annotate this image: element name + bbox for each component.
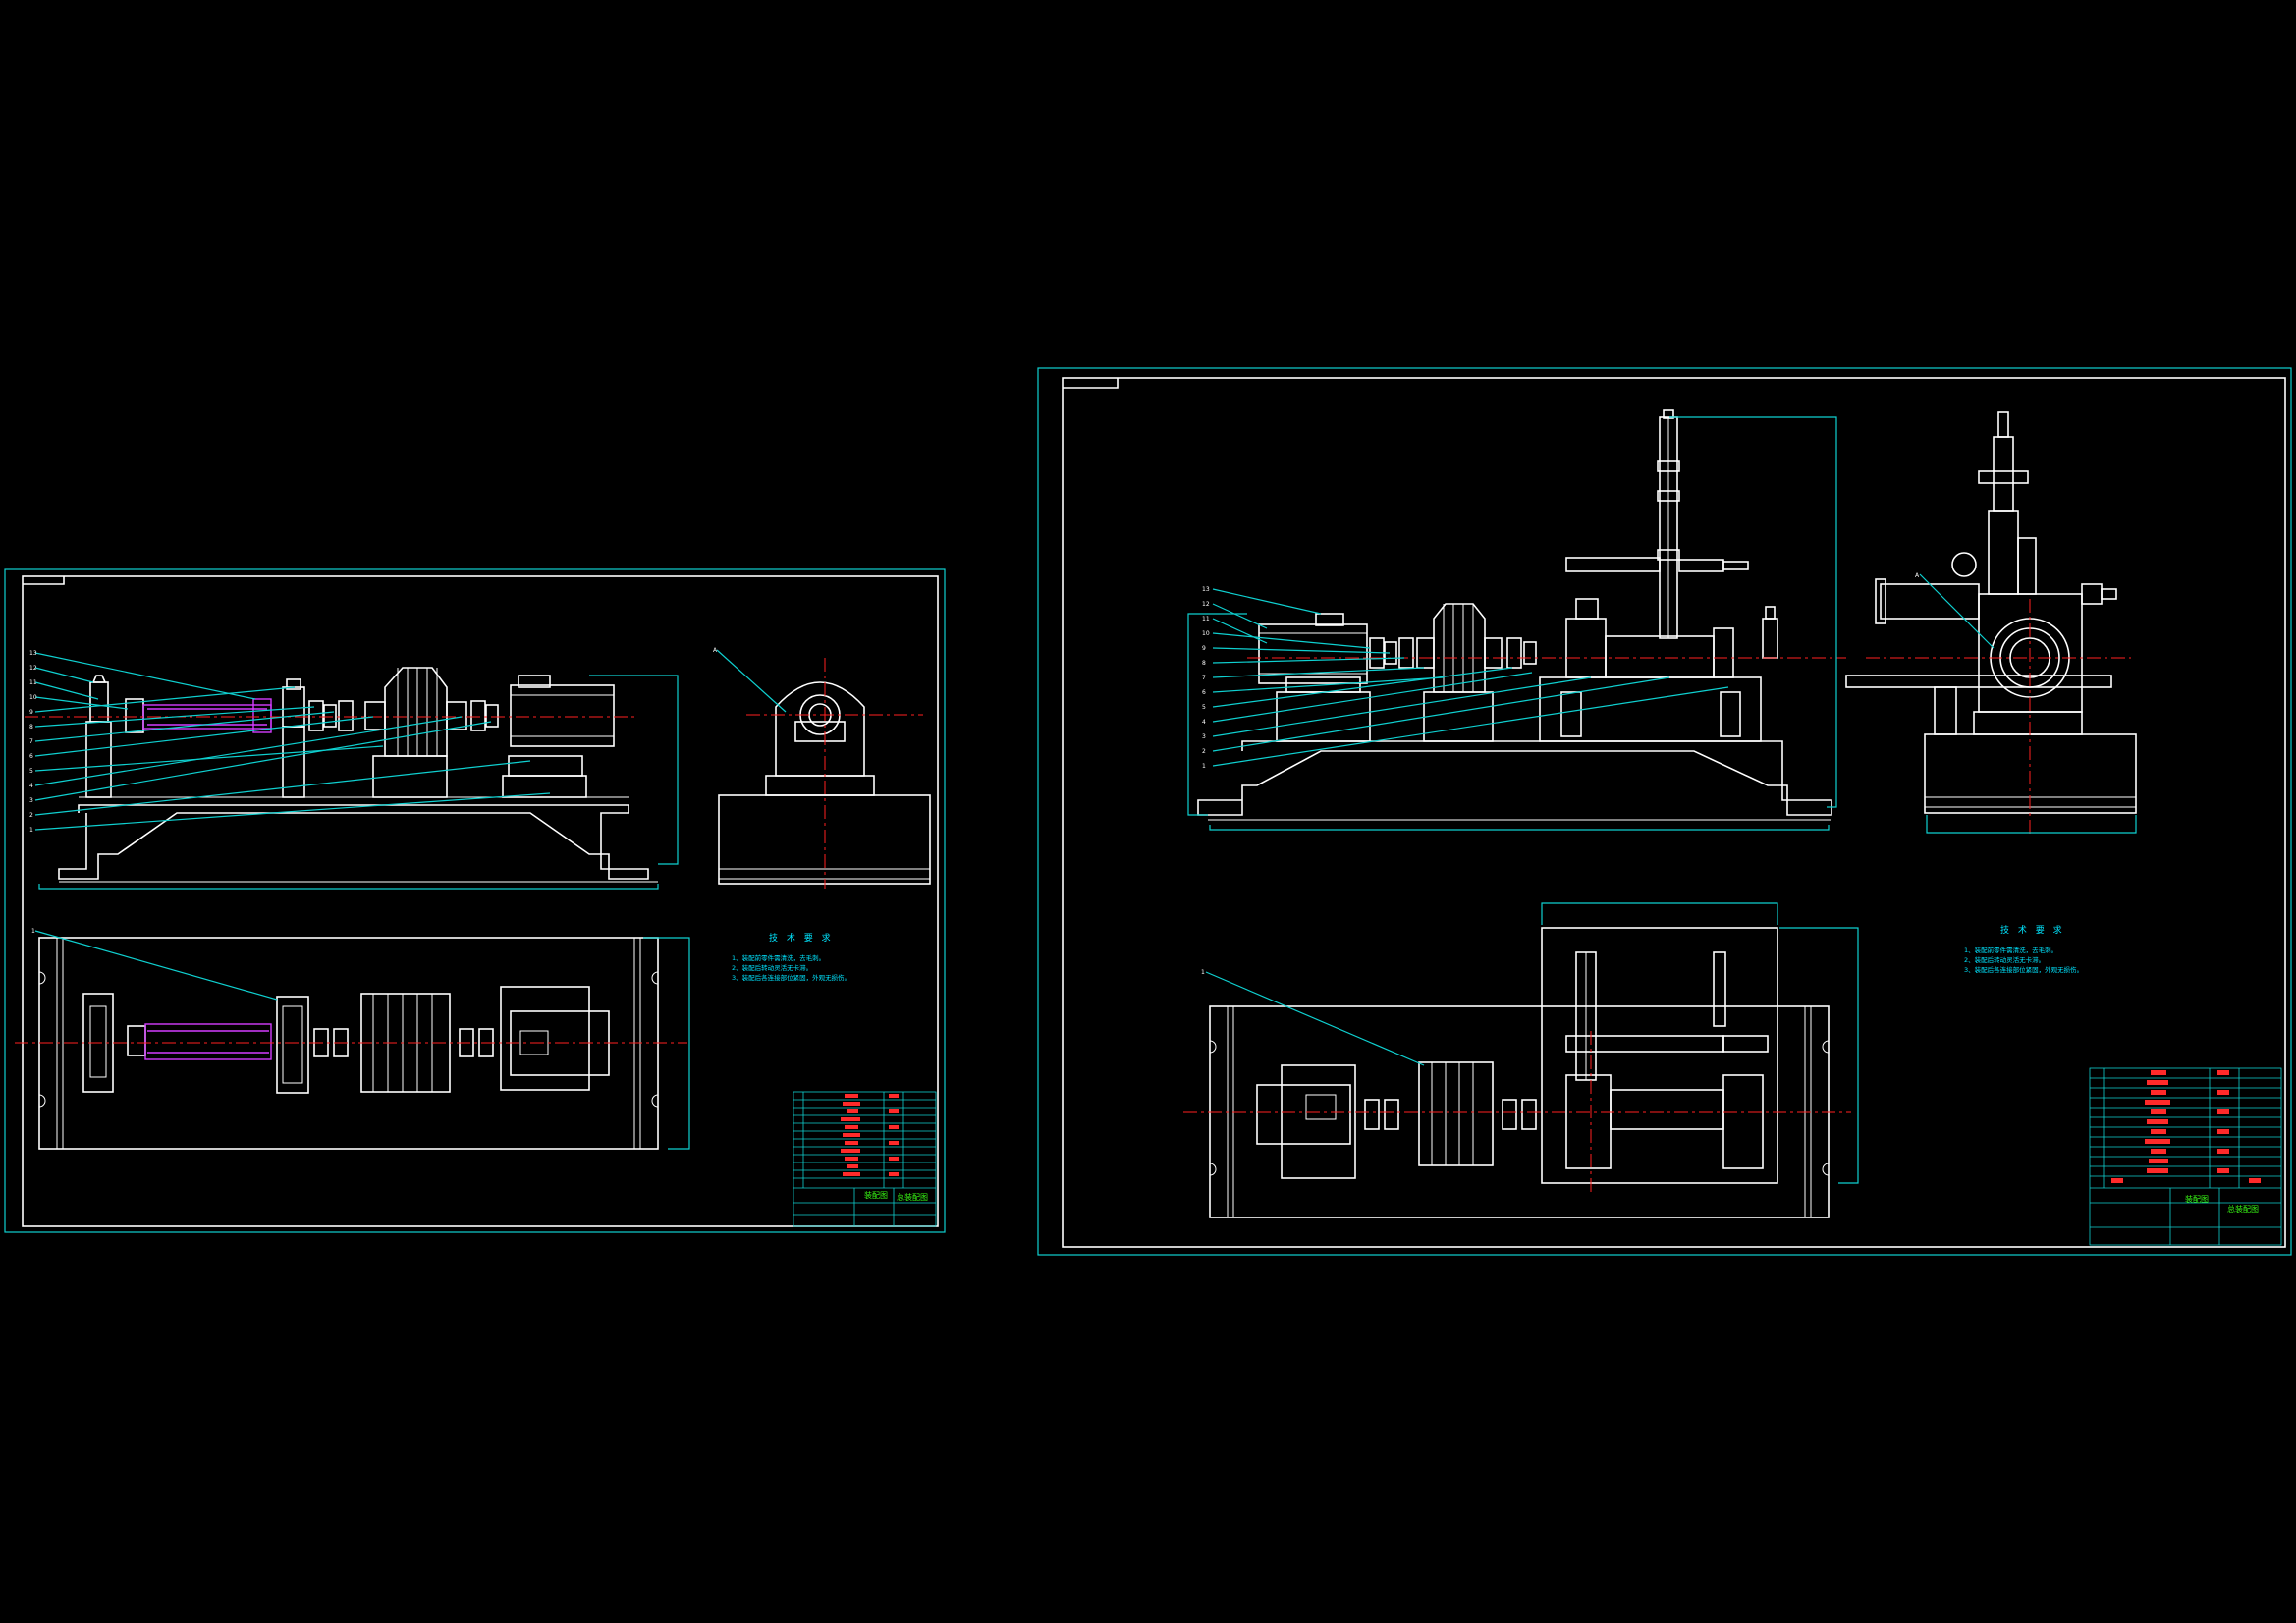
- parts-list-markers: [841, 1094, 899, 1176]
- left-sheet-outer-frame: [4, 568, 946, 1233]
- part-number: 12: [29, 665, 37, 672]
- drawing-name: 装配图: [2185, 1194, 2209, 1204]
- part-number: 1: [29, 827, 33, 834]
- technical-notes-title: 技 术 要 求: [769, 932, 834, 944]
- drawing-title: 总装配图: [897, 1192, 928, 1202]
- part-number: 2: [29, 812, 33, 819]
- part-number: 7: [1202, 675, 1206, 681]
- right-side-elevation: A: [1845, 411, 2137, 835]
- side-view-label: A: [713, 647, 718, 654]
- technical-notes-title: 技 术 要 求: [2000, 924, 2065, 936]
- part-number: 2: [1202, 748, 1206, 755]
- part-number: 4: [29, 783, 33, 789]
- right-title-block: 装配图 总装配图: [2089, 1067, 2282, 1246]
- right-technical-notes: 技 术 要 求 1、装配前零件需清洗，去毛刺。 2、装配后转动灵活无卡滞。 3、…: [1964, 924, 2083, 974]
- part-number: 10: [29, 694, 37, 701]
- part-number: 8: [29, 724, 33, 730]
- part-number: 3: [29, 797, 33, 804]
- technical-note: 3、装配后各连接部位紧固，外观无损伤。: [1964, 965, 2083, 974]
- technical-note: 1、装配前零件需清洗，去毛刺。: [732, 953, 825, 962]
- right-sheet-inner-border: [1062, 377, 2286, 1248]
- technical-note: 3、装配后各连接部位紧固，外观无损伤。: [732, 973, 850, 982]
- part-number: 7: [29, 738, 33, 745]
- part-number: 11: [29, 679, 37, 686]
- left-plan-view: 1: [15, 928, 690, 1150]
- right-front-elevation: 13 12 11 10 9 8 7 6 5 4 3 2 1: [1187, 409, 1846, 831]
- right-sheet-outer-frame: [1037, 367, 2292, 1256]
- part-number: 1: [1201, 969, 1205, 976]
- right-sheet: 13 12 11 10 9 8 7 6 5 4 3 2 1: [1037, 367, 2292, 1256]
- part-number: 9: [29, 709, 33, 716]
- part-number: 6: [1202, 689, 1206, 696]
- part-number: 9: [1202, 645, 1206, 652]
- technical-note: 2、装配后转动灵活无卡滞。: [732, 963, 812, 972]
- left-title-block: 装配图 总装配图: [793, 1091, 937, 1227]
- part-number: 10: [1202, 630, 1210, 637]
- part-number: 13: [29, 650, 37, 657]
- part-number: 5: [1202, 704, 1206, 711]
- left-technical-notes: 技 术 要 求 1、装配前零件需清洗，去毛刺。 2、装配后转动灵活无卡滞。 3、…: [732, 932, 850, 982]
- part-number: 11: [1202, 616, 1210, 622]
- part-number: 1: [31, 928, 35, 935]
- part-number: 8: [1202, 660, 1206, 667]
- part-number: 4: [1202, 719, 1206, 726]
- part-number: 6: [29, 753, 33, 760]
- drawing-title: 总装配图: [2227, 1204, 2259, 1214]
- part-number: 3: [1202, 733, 1206, 740]
- technical-note: 2、装配后转动灵活无卡滞。: [1964, 955, 2045, 964]
- left-front-elevation: 13 12 11 10 9 8 7 6 5 4 3 2 1: [25, 650, 679, 890]
- left-sheet-inner-border: [22, 575, 939, 1227]
- left-side-elevation: A: [713, 647, 931, 889]
- left-part-number-labels: 13 12 11 10 9 8 7 6 5 4 3 2 1: [29, 650, 37, 834]
- part-number: 1: [1202, 763, 1206, 770]
- technical-note: 1、装配前零件需清洗，去毛刺。: [1964, 946, 2057, 954]
- right-part-number-labels: 13 12 11 10 9 8 7 6 5 4 3 2 1: [1202, 586, 1210, 770]
- side-view-label: A: [1915, 572, 1920, 579]
- left-sheet: 13 12 11 10 9 8 7 6 5 4 3 2 1: [4, 568, 946, 1233]
- part-number: 12: [1202, 601, 1210, 608]
- drawing-name: 装配图: [864, 1190, 888, 1200]
- parts-list-markers: [2111, 1070, 2261, 1183]
- part-number: 5: [29, 768, 33, 775]
- part-number: 13: [1202, 586, 1210, 593]
- right-plan-view: 1: [1183, 902, 1859, 1218]
